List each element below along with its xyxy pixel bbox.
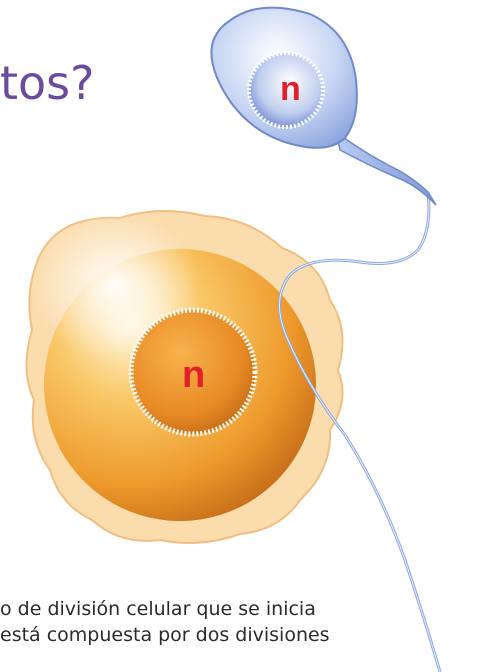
caption-line-1: o de división celular que se inicia xyxy=(0,596,477,622)
sperm-haploid-label: n xyxy=(280,72,301,106)
caption-line-2: está compuesta por dos divisiones xyxy=(0,622,477,648)
caption-text: o de división celular que se inicia está… xyxy=(0,596,477,648)
egg-haploid-label: n xyxy=(182,356,205,394)
sperm-midpiece xyxy=(336,132,436,205)
